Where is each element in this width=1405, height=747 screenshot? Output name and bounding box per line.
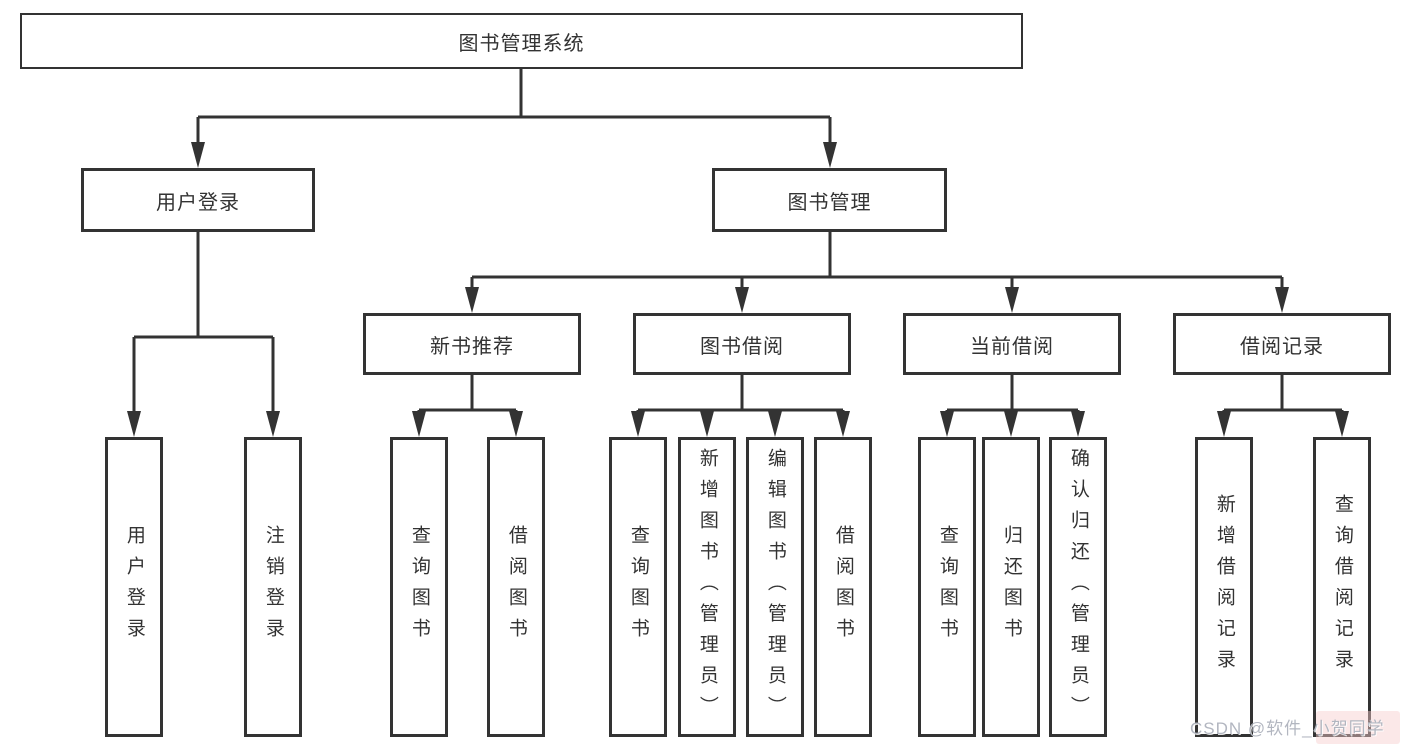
node-label: 当前借阅 [970, 335, 1054, 358]
arrowhead-icon [1004, 411, 1018, 437]
arrowhead-icon [509, 411, 523, 437]
node-leaf-add-books-admin: 新增图书（管理员） [678, 437, 736, 737]
node-leaf-borrow-books: 借阅图书 [814, 437, 872, 737]
node-current-borrow: 当前借阅 [903, 313, 1121, 375]
connector-borrow-records-branch [1217, 375, 1349, 437]
connector-new-book-recommend-branch [412, 375, 523, 437]
connector-line [636, 375, 845, 415]
watermark-highlight [1316, 711, 1400, 744]
node-leaf-logout: 注销登录 [244, 437, 302, 737]
arrowhead-icon [191, 142, 205, 168]
node-leaf-user-login: 用户登录 [105, 437, 163, 737]
arrowhead-icon [1071, 411, 1085, 437]
node-label: 图书管理 [787, 191, 872, 214]
connector-line [945, 375, 1080, 415]
arrowhead-icon [465, 287, 479, 313]
node-label: 新增借阅记录 [1213, 494, 1235, 680]
connector-line [417, 375, 518, 415]
node-leaf-return-books: 归还图书 [982, 437, 1040, 737]
node-new-book-recommend: 新书推荐 [363, 313, 581, 375]
node-label: 图书借阅 [700, 335, 784, 358]
connector-line [1222, 375, 1344, 415]
connector-book-borrow-branch [631, 375, 850, 437]
node-label: 图书管理系统 [458, 32, 585, 55]
node-label: 新书推荐 [430, 335, 514, 358]
node-label: 借阅图书 [505, 525, 527, 649]
arrowhead-icon [1335, 411, 1349, 437]
node-label: 用户登录 [156, 191, 240, 214]
arrowhead-icon [127, 411, 141, 437]
node-leaf-add-borrow-record: 新增借阅记录 [1195, 437, 1253, 737]
node-label: 查询图书 [627, 525, 649, 649]
node-book-management: 图书管理 [712, 168, 947, 232]
node-label: 新增图书（管理员） [696, 447, 718, 727]
arrowhead-icon [1005, 287, 1019, 313]
connector-user-login-branch [127, 232, 280, 437]
connector-line [132, 232, 275, 414]
node-root-system: 图书管理系统 [20, 13, 1023, 69]
node-label: 查询借阅记录 [1331, 494, 1353, 680]
node-user-login: 用户登录 [81, 168, 315, 232]
node-label: 借阅记录 [1240, 335, 1324, 358]
connector-line [196, 69, 832, 146]
arrowhead-icon [700, 411, 714, 437]
arrowhead-icon [1275, 287, 1289, 313]
arrowhead-icon [823, 142, 837, 168]
node-leaf-current-query-books: 查询图书 [918, 437, 976, 737]
node-leaf-query-borrow-record: 查询借阅记录 [1313, 437, 1371, 737]
node-leaf-borrow-query-books: 查询图书 [609, 437, 667, 737]
arrowhead-icon [412, 411, 426, 437]
node-label: 查询图书 [936, 525, 958, 649]
arrowhead-icon [266, 411, 280, 437]
arrowhead-icon [940, 411, 954, 437]
node-book-borrow: 图书借阅 [633, 313, 851, 375]
arrowhead-icon [768, 411, 782, 437]
node-label: 用户登录 [123, 525, 145, 649]
arrowhead-icon [1217, 411, 1231, 437]
node-leaf-confirm-return-admin: 确认归还（管理员） [1049, 437, 1107, 737]
node-leaf-edit-books-admin: 编辑图书（管理员） [746, 437, 804, 737]
connector-line [470, 232, 1284, 291]
node-leaf-recommend-borrow-books: 借阅图书 [487, 437, 545, 737]
watermark-text: CSDN @软件_小贺同学 [1190, 719, 1385, 738]
node-label: 借阅图书 [832, 525, 854, 649]
node-leaf-recommend-query-books: 查询图书 [390, 437, 448, 737]
connector-root-to-level2 [191, 69, 837, 168]
node-borrow-records: 借阅记录 [1173, 313, 1391, 375]
node-label: 查询图书 [408, 525, 430, 649]
arrowhead-icon [735, 287, 749, 313]
arrowhead-icon [836, 411, 850, 437]
connector-current-borrow-branch [940, 375, 1085, 437]
node-label: 归还图书 [1000, 525, 1022, 649]
node-label: 确认归还（管理员） [1067, 447, 1089, 727]
node-label: 注销登录 [262, 525, 284, 649]
connector-book-management-branch [465, 232, 1289, 313]
node-label: 编辑图书（管理员） [764, 447, 786, 727]
arrowhead-icon [631, 411, 645, 437]
